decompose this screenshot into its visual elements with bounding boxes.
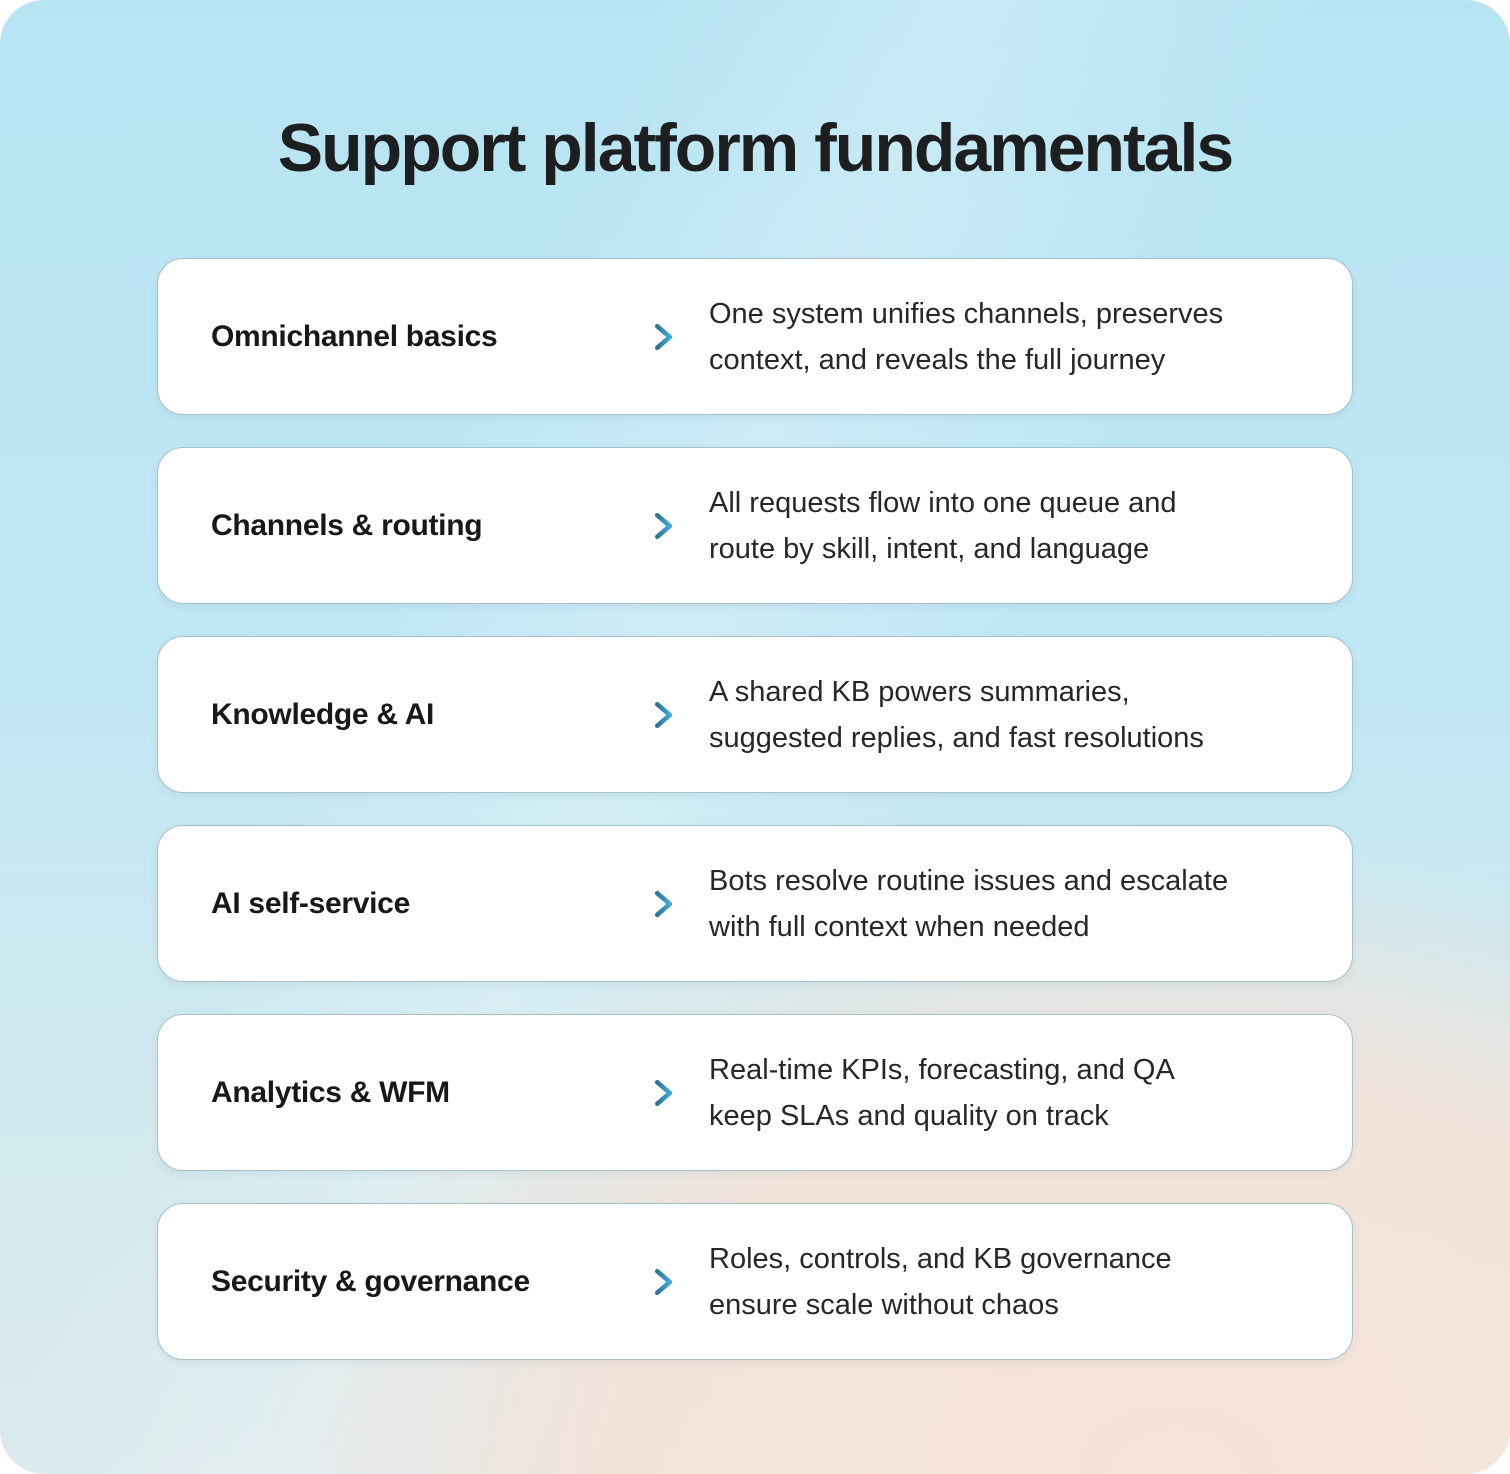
right-arrow-icon [632, 699, 676, 731]
card-term: AI self-service [211, 886, 410, 920]
card-description: A shared KB powers summaries, suggested … [709, 675, 1204, 754]
right-arrow-icon [632, 888, 676, 920]
card-security-governance: Security & governance Roles, controls, a… [157, 1203, 1353, 1360]
card-list: Omnichannel basics One system unifies ch… [157, 258, 1353, 1360]
card-description: Roles, controls, and KB governance ensur… [709, 1242, 1172, 1321]
card-ai-self-service: AI self-service Bots resolve routine iss… [157, 825, 1353, 982]
card-description: Bots resolve routine issues and escalate… [709, 864, 1229, 943]
right-arrow-icon [632, 1077, 676, 1109]
right-arrow-icon [632, 510, 676, 542]
card-term: Analytics & WFM [211, 1075, 450, 1109]
card-knowledge-ai: Knowledge & AI A shared KB powers summar… [157, 636, 1353, 793]
card-analytics-wfm: Analytics & WFM Real-time KPIs, forecast… [157, 1014, 1353, 1171]
card-term: Knowledge & AI [211, 697, 435, 731]
card-channels-routing: Channels & routing All requests flow int… [157, 447, 1353, 604]
page-title: Support platform fundamentals [277, 110, 1234, 186]
card-term: Security & governance [211, 1264, 530, 1298]
card-description: One system unifies channels, preserves c… [709, 297, 1224, 376]
card-term: Channels & routing [211, 508, 483, 542]
card-description: Real-time KPIs, forecasting, and QA keep… [709, 1053, 1175, 1132]
card-term: Omnichannel basics [211, 319, 498, 353]
card-omnichannel-basics: Omnichannel basics One system unifies ch… [157, 258, 1353, 415]
right-arrow-icon [632, 1266, 676, 1298]
card-description: All requests flow into one queue and rou… [709, 486, 1177, 565]
right-arrow-icon [632, 321, 676, 353]
